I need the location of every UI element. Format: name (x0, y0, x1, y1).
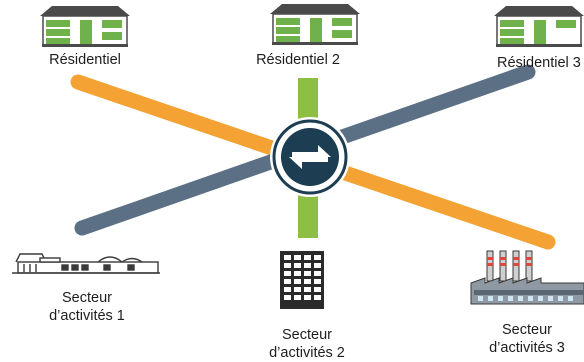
label-sector-1-line2: d’activités 1 (49, 308, 125, 324)
label-sector-1-line1: Secteur (62, 290, 112, 306)
label-residential-1: Résidentiel (49, 52, 121, 68)
label-sector-3-line1: Secteur (502, 322, 552, 338)
low-factory-icon (12, 253, 160, 274)
route-green-bottom (298, 186, 318, 238)
label-sector-3-line2: d’activités 3 (489, 340, 565, 356)
label-sector-1: Secteur d’activités 1 (49, 289, 125, 325)
label-residential-3: Résidentiel 3 (497, 55, 581, 71)
house-icon (270, 4, 360, 45)
route-green-top (298, 78, 318, 128)
industrial-plant-icon (470, 250, 584, 305)
label-sector-3: Secteur d’activités 3 (489, 321, 565, 357)
label-sector-2-line2: d’activités 2 (269, 345, 345, 361)
house-icon (40, 6, 130, 47)
exchange-arrows-icon (270, 117, 350, 197)
label-residential-2: Résidentiel 2 (256, 52, 340, 68)
house-icon (494, 6, 584, 47)
office-tower-icon (280, 251, 324, 309)
label-sector-2: Secteur d’activités 2 (269, 326, 345, 362)
label-sector-2-line1: Secteur (282, 327, 332, 343)
